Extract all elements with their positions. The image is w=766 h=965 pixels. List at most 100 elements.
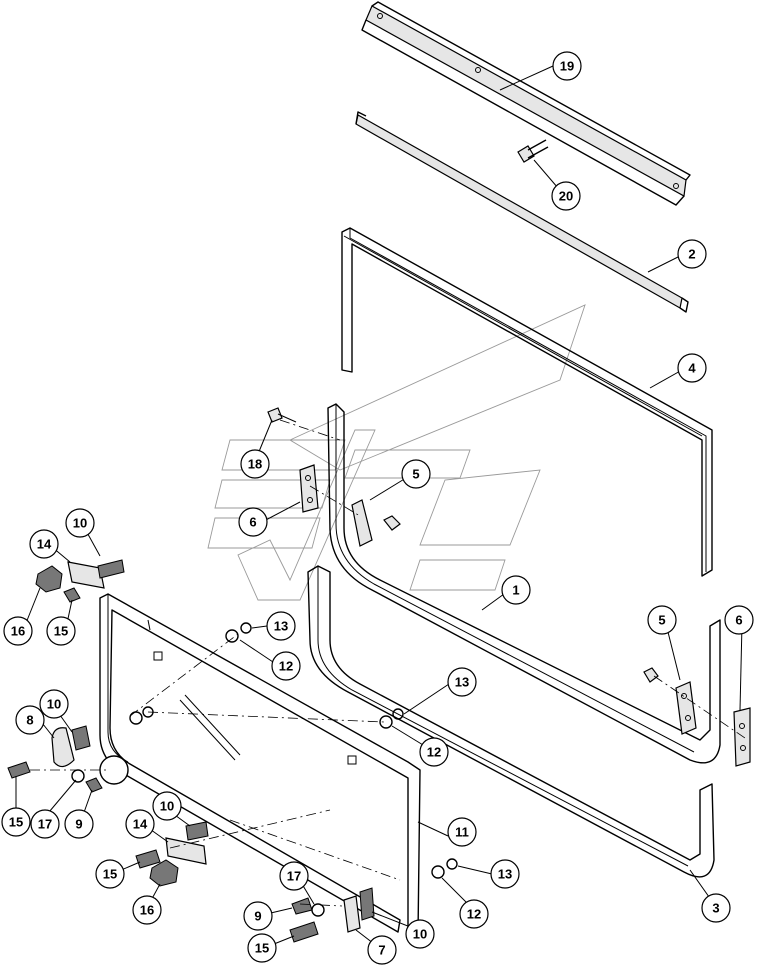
part-3-lower-frame: [307, 565, 715, 878]
leader-lines: [15, 65, 743, 951]
callout-15a: 15: [46, 616, 76, 646]
callout-8: 8: [15, 705, 45, 735]
callout-10c: 10: [152, 791, 182, 821]
svg-text:14: 14: [37, 537, 52, 552]
svg-text:18: 18: [248, 457, 262, 472]
callout-15d: 15: [247, 933, 277, 963]
svg-text:10: 10: [413, 927, 427, 942]
callout-13b: 13: [447, 667, 477, 697]
part-6-bracket-upper: [299, 464, 319, 513]
part-10-pad-mid: [71, 725, 91, 751]
part-15-screw-mid: [7, 761, 31, 779]
part-17-washer-left: [71, 769, 85, 783]
callout-7: 7: [367, 935, 397, 965]
svg-text:13: 13: [455, 675, 469, 690]
callout-5a: 5: [401, 459, 431, 489]
svg-text:8: 8: [26, 713, 33, 728]
svg-text:4: 4: [688, 361, 696, 376]
part-5-clip-lower: [675, 681, 697, 735]
callout-11: 11: [447, 817, 477, 847]
part-14-plate-lower: [165, 837, 207, 865]
svg-text:1: 1: [512, 583, 519, 598]
svg-text:9: 9: [254, 909, 261, 924]
part-2-seal-strip: [355, 111, 689, 313]
callout-2: 2: [677, 239, 707, 269]
svg-text:15: 15: [255, 941, 269, 956]
svg-text:19: 19: [560, 59, 574, 74]
part-10-pad-bottom: [359, 887, 375, 921]
part-9-bolt-right: [291, 897, 313, 915]
svg-text:16: 16: [11, 624, 25, 639]
part-17-washer-right: [311, 903, 325, 917]
fastener-screw-upper: [383, 515, 401, 531]
svg-text:20: 20: [559, 189, 573, 204]
callout-16a: 16: [3, 616, 33, 646]
callout-6a: 6: [238, 507, 268, 537]
svg-text:6: 6: [249, 515, 256, 530]
callout-15b: 15: [1, 807, 31, 837]
svg-text:10: 10: [73, 516, 87, 531]
callout-12a: 12: [271, 651, 301, 681]
part-15-screw-bottom: [289, 921, 319, 943]
callout-9a: 9: [64, 809, 94, 839]
svg-text:15: 15: [54, 624, 68, 639]
svg-text:17: 17: [287, 869, 301, 884]
svg-text:13: 13: [274, 619, 288, 634]
svg-text:15: 15: [9, 815, 23, 830]
nut-washer-pair-c: [431, 858, 458, 879]
svg-text:3: 3: [712, 901, 719, 916]
part-16-latch-lower: [149, 859, 179, 887]
svg-text:7: 7: [378, 943, 385, 958]
callout-19: 19: [552, 51, 582, 81]
assembly-center-lines: [30, 419, 746, 907]
fastener-screw-lower: [643, 667, 659, 683]
callout-17b: 17: [279, 861, 309, 891]
svg-text:11: 11: [455, 825, 469, 840]
callout-10a: 10: [65, 508, 95, 538]
nut-washer-pair-b: [379, 708, 404, 729]
part-20-screw: [517, 139, 549, 163]
callout-13a: 13: [266, 611, 296, 641]
part-10-pad-upper: [97, 559, 125, 579]
callout-1: 1: [501, 575, 531, 605]
svg-text:15: 15: [103, 867, 117, 882]
callout-12c: 12: [459, 899, 489, 929]
part-19-top-rail: [361, 1, 691, 206]
callout-4: 4: [677, 353, 707, 383]
watermark-logo: [207, 304, 586, 601]
svg-text:10: 10: [160, 799, 174, 814]
callout-13c: 13: [490, 859, 520, 889]
part-6-bracket-lower: [733, 707, 751, 767]
callout-20: 20: [551, 181, 581, 211]
callout-12b: 12: [419, 737, 449, 767]
svg-text:5: 5: [412, 467, 419, 482]
svg-text:12: 12: [279, 659, 293, 674]
part-8-hinge: [51, 727, 75, 768]
callout-17a: 17: [30, 809, 60, 839]
part-1-inner-frame: [327, 403, 721, 764]
svg-text:5: 5: [658, 613, 665, 628]
part-15-screw-upper: [63, 587, 81, 603]
svg-text:2: 2: [688, 247, 695, 262]
part-5-clip-upper: [351, 499, 373, 547]
svg-text:12: 12: [427, 745, 441, 760]
part-4-window-seal: [341, 227, 713, 577]
svg-text:9: 9: [75, 817, 82, 832]
part-7-latch-arm: [343, 895, 361, 933]
callout-6b: 6: [724, 605, 754, 635]
callout-9b: 9: [243, 901, 273, 931]
callout-5b: 5: [647, 605, 677, 635]
svg-text:16: 16: [140, 903, 154, 918]
callout-10b: 10: [39, 689, 69, 719]
svg-text:14: 14: [133, 817, 148, 832]
callout-3: 3: [701, 893, 731, 923]
part-18-bolt: [267, 407, 297, 423]
callout-10d: 10: [405, 919, 435, 949]
svg-text:10: 10: [47, 697, 61, 712]
part-15-screw-lower-left: [135, 849, 161, 869]
callout-14b: 14: [125, 809, 155, 839]
part-10-pad-lower: [185, 821, 209, 841]
svg-text:17: 17: [38, 817, 52, 832]
part-9-bolt-left: [85, 777, 103, 793]
svg-text:6: 6: [735, 613, 742, 628]
